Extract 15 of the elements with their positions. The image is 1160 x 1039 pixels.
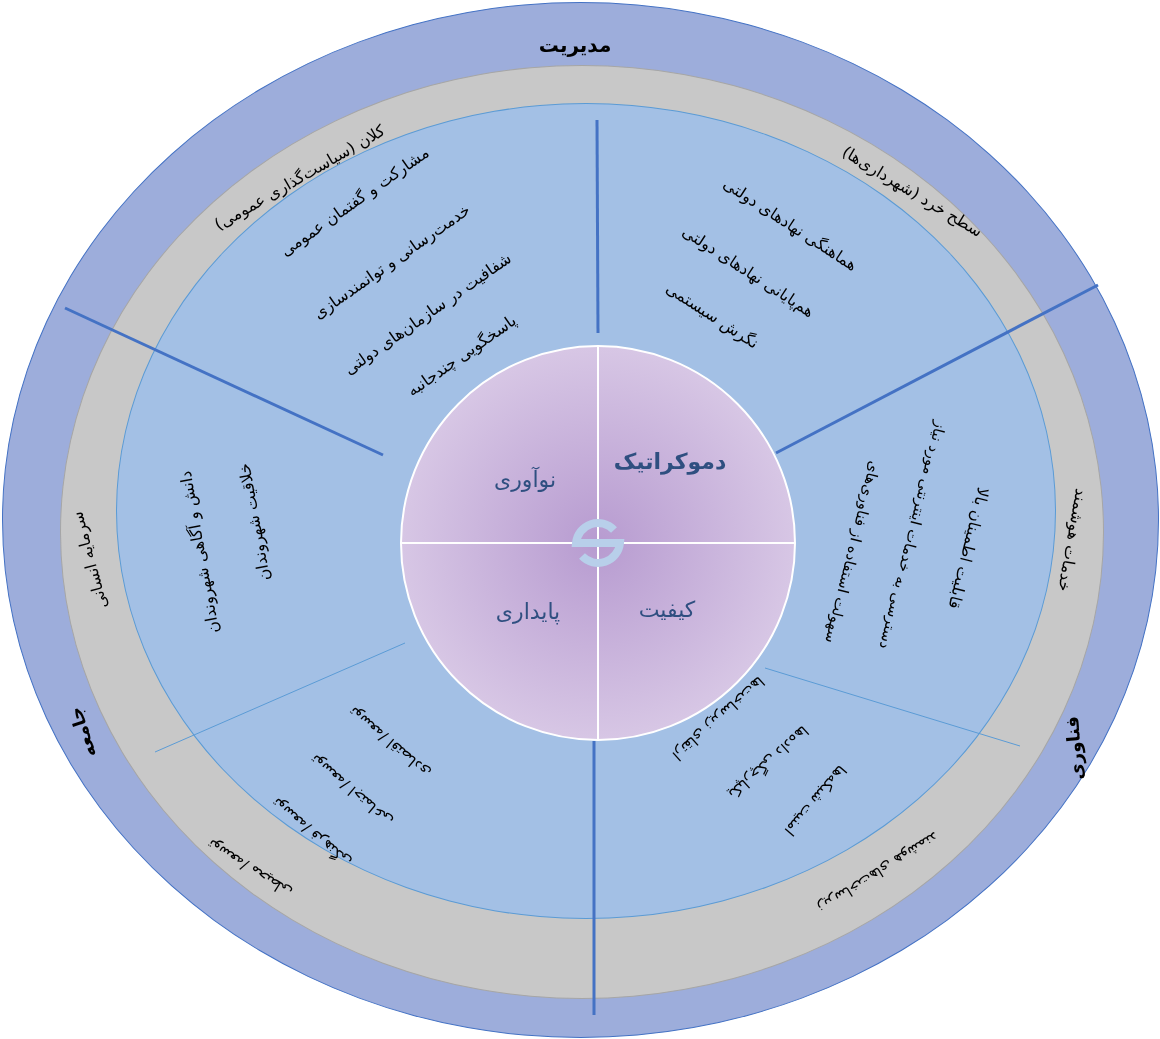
sector-text: توسعه/ اقتصادی: [345, 702, 435, 782]
band-label: فناوری: [1061, 715, 1089, 781]
ring-label: توسعه/ محیطی: [204, 835, 296, 901]
sector-text: دانش و آگاهی شهروندان: [176, 469, 224, 635]
ring-label: خدمات هوشمند: [1053, 486, 1091, 594]
quadrant-label: نوآوری: [470, 450, 580, 510]
band-label: مدیریت: [538, 33, 612, 57]
sector-text: قابلیت اطمینان بالا: [944, 485, 992, 611]
quadrant-label: کیفیت: [612, 580, 722, 640]
quadrant-label: پایداری: [470, 582, 586, 642]
ring-label: سطح خرد (شهرداری‌ها): [838, 142, 986, 241]
sector-text: خلاقیت شهروندان: [235, 461, 275, 583]
ring-label: سرمایه انسانی: [68, 509, 112, 611]
quadrant-label: دموکراتیک: [600, 432, 740, 492]
band-label: جامعه: [65, 704, 101, 760]
